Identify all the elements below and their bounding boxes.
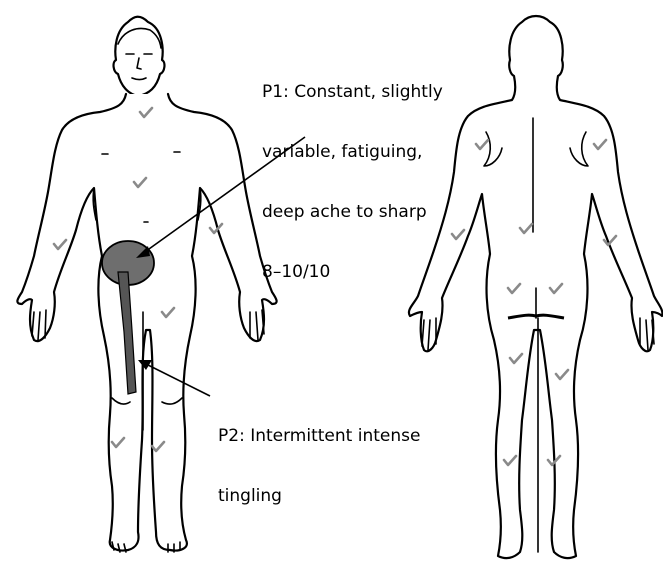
p2-annotation-line: P2: Intermittent intense	[218, 426, 420, 446]
back-body-outline	[409, 16, 662, 558]
p1-annotation-line: variable, fatiguing,	[262, 142, 443, 162]
p1-annotation-line: deep ache to sharp	[262, 202, 443, 222]
p1-annotation-line: P1: Constant, slightly	[262, 82, 443, 102]
back-figure	[409, 16, 662, 558]
p2-annotation: P2: Intermittent intense tingling	[218, 386, 420, 526]
p1-annotation: P1: Constant, slightly variable, fatigui…	[262, 42, 443, 302]
p1-annotation-line: 8–10/10	[262, 262, 443, 282]
p2-annotation-line: tingling	[218, 486, 420, 506]
